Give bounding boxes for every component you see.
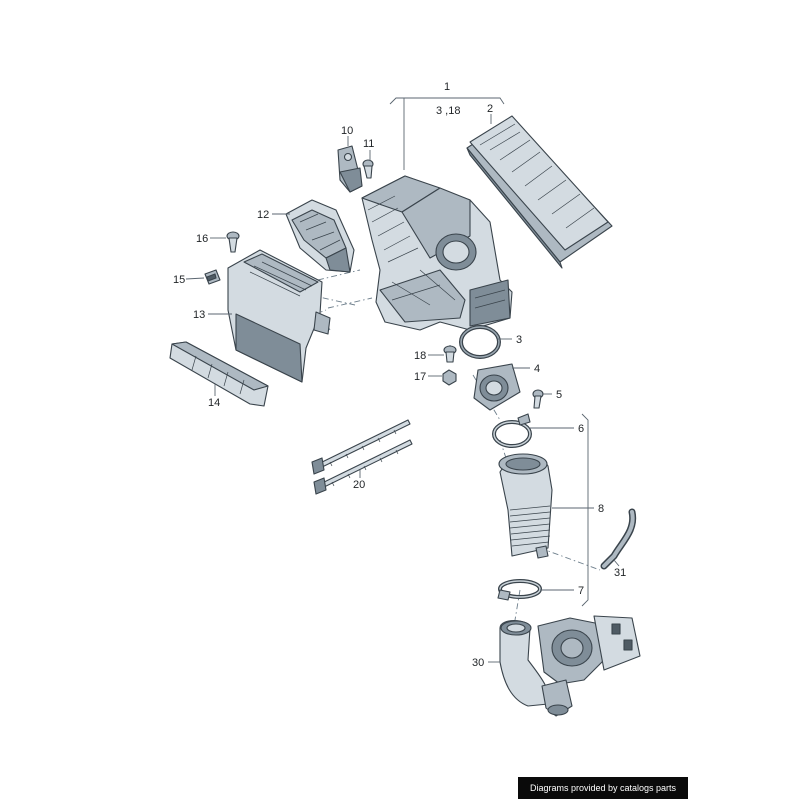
label-31: 31 xyxy=(614,567,626,579)
label-1-sub: 3 ,18 xyxy=(436,105,460,117)
grommet-18[interactable] xyxy=(443,345,457,363)
credit-banner: Diagrams provided by catalogs parts xyxy=(518,777,688,799)
label-1: 1 xyxy=(444,81,450,93)
label-17: 17 xyxy=(414,371,426,383)
vent-hose[interactable] xyxy=(600,508,637,570)
label-30: 30 xyxy=(472,657,484,669)
label-15: 15 xyxy=(173,274,185,286)
air-guide-lower[interactable] xyxy=(169,341,269,407)
hose-clamp-lower[interactable] xyxy=(497,579,542,601)
label-5: 5 xyxy=(556,389,562,401)
label-20: 20 xyxy=(353,479,365,491)
leader-lines xyxy=(185,97,620,663)
label-10: 10 xyxy=(341,125,353,137)
cable-ties[interactable] xyxy=(311,419,413,495)
label-4: 4 xyxy=(534,363,540,375)
label-7: 7 xyxy=(578,585,584,597)
intake-duct-upper[interactable] xyxy=(285,199,355,273)
o-ring[interactable] xyxy=(459,325,501,359)
air-guide[interactable] xyxy=(227,249,331,383)
label-3: 3 xyxy=(516,334,522,346)
intake-hose[interactable] xyxy=(498,453,553,559)
label-2: 2 xyxy=(487,103,493,115)
callout-labels: 1 3 ,18 2 3 4 5 6 7 8 10 11 12 13 14 15 … xyxy=(173,81,626,669)
air-filter-element[interactable] xyxy=(466,115,613,269)
label-12: 12 xyxy=(257,209,269,221)
turbocharger[interactable] xyxy=(499,615,641,717)
clip-nut-15[interactable] xyxy=(204,269,221,285)
bracket[interactable] xyxy=(337,145,363,193)
label-11: 11 xyxy=(363,138,374,150)
label-16: 16 xyxy=(196,233,208,245)
nut-17[interactable] xyxy=(442,369,457,386)
label-18: 18 xyxy=(414,350,426,362)
bolt-11[interactable] xyxy=(362,159,374,179)
bolt-16[interactable] xyxy=(226,231,240,253)
label-13: 13 xyxy=(193,309,205,321)
label-6: 6 xyxy=(578,423,584,435)
hose-clamp-upper[interactable] xyxy=(492,413,532,448)
label-8: 8 xyxy=(598,503,604,515)
bolt-5[interactable] xyxy=(532,389,544,409)
connecting-flange[interactable] xyxy=(473,363,521,411)
label-14: 14 xyxy=(208,397,220,409)
air-filter-housing[interactable] xyxy=(361,175,513,331)
